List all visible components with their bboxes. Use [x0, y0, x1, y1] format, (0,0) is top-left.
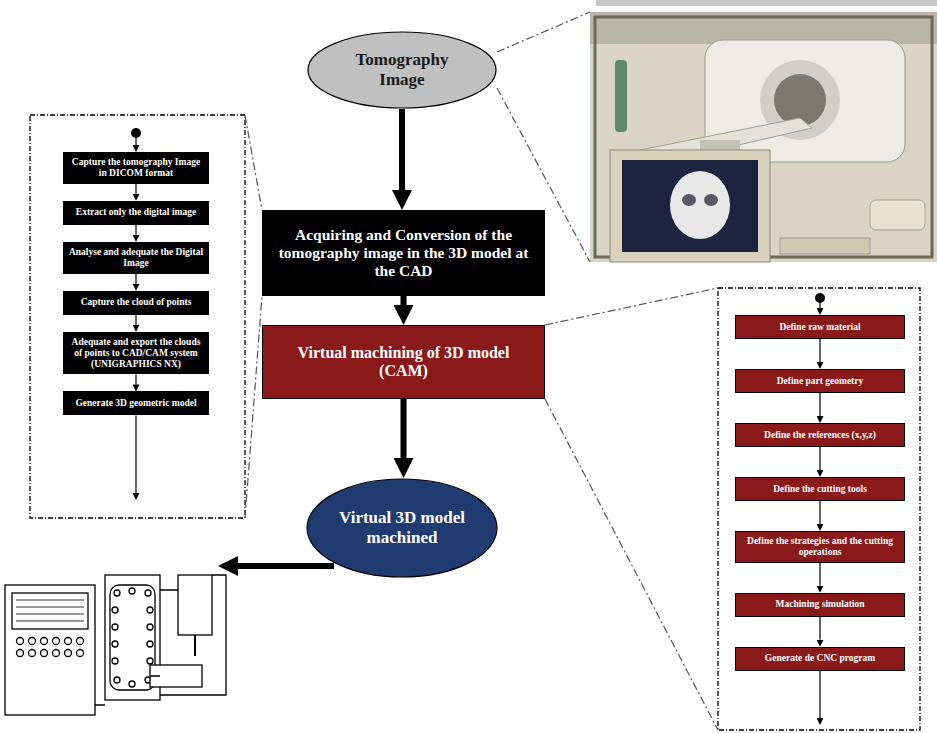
spindle-head — [178, 575, 212, 635]
box-text: Generate de CNC program — [765, 653, 875, 664]
flow-arrow — [401, 296, 407, 305]
control-cabinet — [5, 585, 95, 715]
flow-arrow — [135, 138, 136, 145]
monitor — [610, 150, 770, 262]
process-box: Define the cutting tools — [735, 477, 905, 501]
detail-panel — [30, 115, 245, 518]
control-screen — [12, 593, 88, 629]
box-text: Virtual machining of 3D model (CAM) — [273, 344, 534, 381]
oxygen-cylinder — [615, 60, 627, 132]
process-box: Machining simulation — [735, 593, 905, 617]
box-text: Generate 3D geometric model — [75, 398, 196, 409]
flow-arrow — [819, 447, 820, 470]
output-arrow — [238, 563, 334, 569]
flow-arrow — [819, 563, 820, 586]
process-box: Define raw material — [735, 315, 905, 339]
process-box: Analyse and adequate the Digital Image — [63, 242, 209, 274]
leader-line — [545, 288, 718, 325]
leader-line — [497, 12, 590, 52]
flow-arrow — [135, 225, 136, 235]
leader-line — [245, 296, 262, 518]
flow-arrow — [135, 274, 136, 284]
cnc-machine — [5, 575, 226, 715]
flow-arrow — [819, 303, 820, 308]
flow-arrow — [819, 339, 820, 362]
flow-arrow — [819, 393, 820, 416]
process-box: Capture the tomography Image in DICOM fo… — [63, 152, 209, 184]
flow-arrow — [135, 315, 136, 325]
box-text: Virtual 3D model machined — [328, 508, 476, 547]
box-text: Define the references (x,y,z) — [764, 430, 876, 441]
box-text: Define the strategies and the cutting op… — [741, 536, 899, 558]
flow-arrow — [135, 374, 136, 384]
monitor-screen — [622, 160, 758, 252]
process-box: Virtual machining of 3D model (CAM) — [262, 325, 545, 399]
box-text: Define the cutting tools — [773, 484, 867, 495]
box-text: Analyse and adequate the Digital Image — [68, 247, 204, 269]
process-box: Adequate and export the clouds of points… — [63, 332, 209, 375]
door-rivets — [112, 588, 153, 687]
ct-room-photo — [590, 0, 937, 262]
cutting-tool — [194, 635, 196, 656]
process-box: Define the strategies and the cutting op… — [735, 531, 905, 563]
skull-eye — [704, 194, 718, 206]
process-box: Generate 3D geometric model — [63, 391, 209, 415]
ellipse-shape — [308, 32, 496, 108]
skull-eye — [682, 194, 696, 206]
box-text: Define raw material — [779, 322, 860, 333]
keyboard — [780, 238, 870, 254]
telephone — [870, 200, 925, 230]
leader-line — [545, 399, 718, 730]
flow-arrow — [819, 501, 820, 524]
flow-arrow — [135, 415, 136, 493]
box-text: Tomography Image — [331, 50, 473, 89]
flow-arrow — [401, 399, 407, 458]
process-box: Define the references (x,y,z) — [735, 423, 905, 447]
process-box: Extract only the digital image — [63, 201, 209, 225]
flow-arrow — [135, 184, 136, 194]
process-box: Acquiring and Conversion of the tomograp… — [262, 210, 545, 296]
box-text: Adequate and export the clouds of points… — [68, 337, 204, 370]
terminal-ellipse: Virtual 3D model machined — [306, 478, 498, 578]
process-box: Capture the cloud of points — [63, 291, 209, 315]
start-dot — [131, 128, 141, 138]
skull-image — [670, 171, 730, 239]
photo-bar — [596, 0, 937, 6]
ellipse-shape — [307, 479, 497, 577]
flow-arrow — [399, 109, 405, 190]
box-text: Acquiring and Conversion of the tomograp… — [273, 226, 534, 279]
box-text: Machining simulation — [776, 599, 865, 610]
screen-lines — [16, 600, 84, 621]
flow-arrow — [819, 617, 820, 640]
leader-line — [245, 115, 262, 210]
terminal-ellipse: Tomography Image — [307, 31, 497, 109]
process-box: Generate de CNC program — [735, 647, 905, 671]
photo-ground — [590, 12, 937, 262]
process-box: Define part geometry — [735, 369, 905, 393]
start-dot — [815, 293, 825, 303]
detail-panel — [718, 288, 920, 730]
box-text: Capture the cloud of points — [81, 297, 192, 308]
control-buttons — [17, 638, 84, 657]
machine-door — [110, 585, 155, 690]
box-text: Capture the tomography Image in DICOM fo… — [68, 157, 204, 179]
flow-arrow — [819, 671, 820, 718]
box-text: Extract only the digital image — [76, 207, 196, 218]
box-text: Define part geometry — [777, 376, 864, 387]
machine-wiring — [95, 575, 226, 705]
